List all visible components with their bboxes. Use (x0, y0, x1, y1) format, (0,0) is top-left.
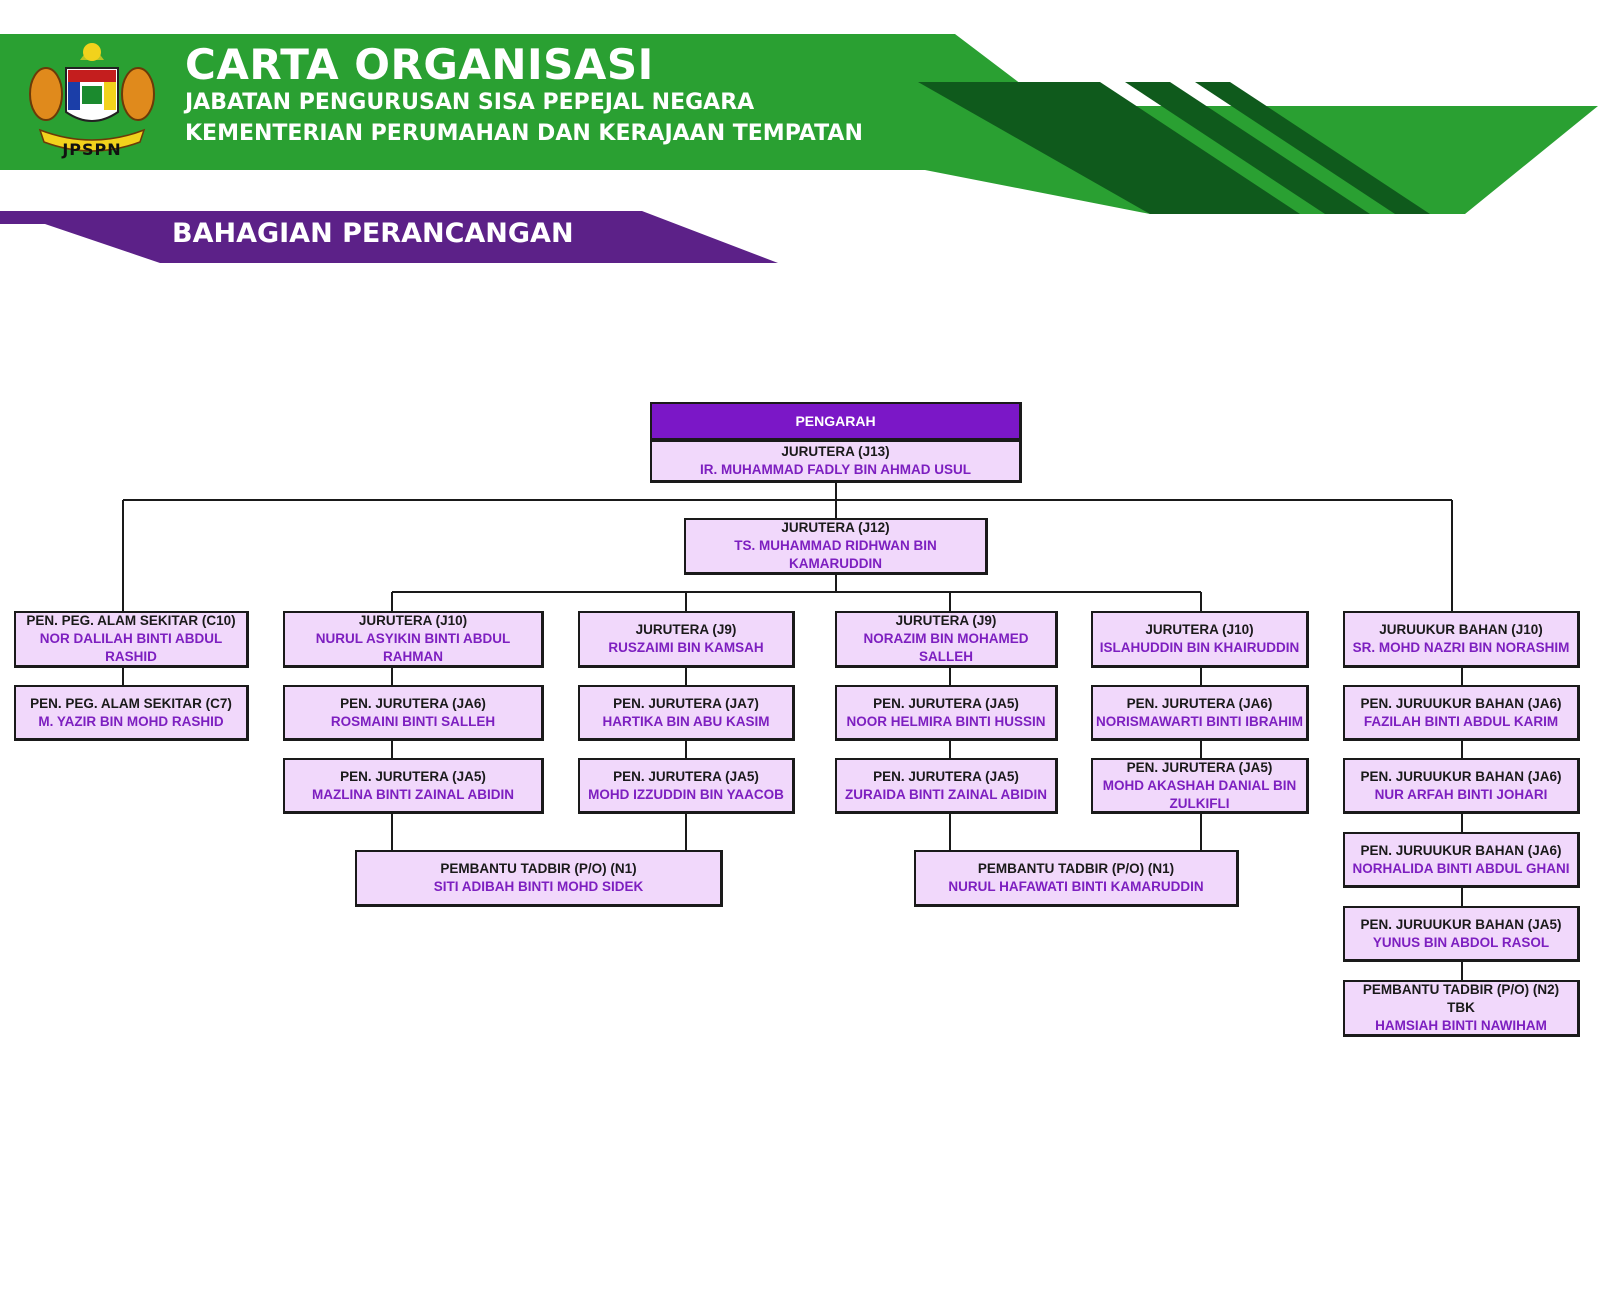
org-box-env-officer-c10: PEN. PEG. ALAM SEKITAR (C10) NOR DALILAH… (14, 611, 249, 668)
ministry-name: KEMENTERIAN PERUMAHAN DAN KERAJAAN TEMPA… (185, 121, 863, 146)
person-name: ISLAHUDDIN BIN KHAIRUDDIN (1099, 640, 1300, 655)
person-name: HAMSIAH BINTI NAWIHAM (1375, 1018, 1547, 1033)
person-name: NURUL HAFAWATI BINTI KAMARUDDIN (948, 879, 1204, 894)
position-rank: PEN. JURUTERA (JA5) (873, 768, 1019, 784)
org-box-qs-admin: PEMBANTU TADBIR (P/O) (N2) TBK HAMSIAH B… (1343, 980, 1580, 1037)
dark-green-stripe (1125, 82, 1370, 214)
person-name: M. YAZIR BIN MOHD RASHID (38, 713, 224, 729)
position-rank: JURUTERA (J10) (1145, 622, 1254, 637)
position-rank: PEMBANTU TADBIR (P/O) (N1) (440, 861, 637, 876)
deputy-box: JURUTERA (J12) TS. MUHAMMAD RIDHWAN BIN … (684, 518, 988, 575)
section-title: BAHAGIAN PERANCANGAN (172, 218, 574, 249)
position-rank: PEN. JURUTERA (JA6) (340, 695, 486, 711)
person-name: ROSMAINI BINTI SALLEH (330, 713, 496, 729)
person-name: NURUL ASYIKIN BINTI ABDUL RAHMAN (315, 631, 511, 664)
org-box-unit4-b: PEN. JURUTERA (JA5) MOHD AKASHAH DANIAL … (1091, 758, 1309, 814)
position-rank: PEMBANTU TADBIR (P/O) (N1) (977, 861, 1175, 876)
position-rank: PEN. JURUUKUR BAHAN (JA5) (1360, 916, 1562, 932)
position-rank: PEMBANTU TADBIR (P/O) (N2) TBK (1362, 982, 1560, 1015)
header-banner (0, 34, 1598, 263)
position-rank: JURUTERA (J13) (781, 444, 890, 459)
position-rank: PEN. JURUTERA (JA5) (1126, 759, 1273, 775)
org-box-unit4-head: JURUTERA (J10) ISLAHUDDIN BIN KHAIRUDDIN (1091, 611, 1309, 668)
org-box-admin-assistant-1: PEMBANTU TADBIR (P/O) (N1) SITI ADIBAH B… (355, 850, 723, 907)
person-name: NOR DALILAH BINTI ABDUL RASHID (39, 631, 223, 664)
position-rank: PEN. JURUTERA (JA5) (873, 695, 1019, 711)
org-box-unit3-a: PEN. JURUTERA (JA5) NOOR HELMIRA BINTI H… (835, 685, 1058, 741)
purple-section-band (0, 211, 778, 263)
person-name: MAZLINA BINTI ZAINAL ABIDIN (312, 786, 514, 802)
person-name: HARTIKA BIN ABU KASIM (602, 713, 770, 729)
position-rank: PEN. JURUTERA (JA6) (1126, 695, 1273, 711)
person-name: NUR ARFAH BINTI JOHARI (1374, 786, 1548, 802)
position-rank: PEN. JURUUKUR BAHAN (JA6) (1360, 842, 1562, 858)
person-name: MOHD IZZUDDIN BIN YAACOB (588, 786, 784, 802)
person-name: ZURAIDA BINTI ZAINAL ABIDIN (845, 786, 1047, 802)
org-box-unit2-b: PEN. JURUTERA (JA5) MOHD IZZUDDIN BIN YA… (578, 758, 795, 814)
position-rank: PEN. JURUTERA (JA5) (340, 768, 486, 784)
org-box-qs-a: PEN. JURUUKUR BAHAN (JA6) FAZILAH BINTI … (1343, 685, 1580, 741)
dark-green-stripe (1195, 82, 1430, 214)
position-rank: PEN. JURUTERA (JA7) (613, 695, 759, 711)
position-rank: PEN. JURUTERA (JA5) (613, 768, 759, 784)
person-name: SITI ADIBAH BINTI MOHD SIDEK (433, 879, 644, 894)
org-box-unit1-b: PEN. JURUTERA (JA5) MAZLINA BINTI ZAINAL… (283, 758, 544, 814)
org-box-unit4-a: PEN. JURUTERA (JA6) NORISMAWARTI BINTI I… (1091, 685, 1309, 741)
position-rank: PEN. PEG. ALAM SEKITAR (C10) (26, 613, 236, 628)
position-rank: JURUUKUR BAHAN (J10) (1379, 622, 1543, 637)
org-box-unit1-head: JURUTERA (J10) NURUL ASYIKIN BINTI ABDUL… (283, 611, 544, 668)
org-box-unit2-a: PEN. JURUTERA (JA7) HARTIKA BIN ABU KASI… (578, 685, 795, 741)
dark-green-stripe (918, 82, 1300, 214)
department-name: JABATAN PENGURUSAN SISA PEPEJAL NEGARA (185, 90, 755, 115)
org-box-qs-c: PEN. JURUUKUR BAHAN (JA6) NORHALIDA BINT… (1343, 832, 1580, 888)
position-rank: JURUTERA (J12) (781, 520, 890, 535)
director-box: JURUTERA (J13) IR. MUHAMMAD FADLY BIN AH… (650, 440, 1022, 483)
org-box-qs-d: PEN. JURUUKUR BAHAN (JA5) YUNUS BIN ABDO… (1343, 906, 1580, 962)
person-name: NORAZIM BIN MOHAMED SALLEH (863, 631, 1029, 664)
position-rank: PEN. JURUUKUR BAHAN (JA6) (1360, 695, 1562, 711)
person-name: MOHD AKASHAH DANIAL BIN ZULKIFLI (1102, 777, 1297, 811)
jata-negara-emblem-icon (29, 43, 155, 152)
position-rank: PEN. PEG. ALAM SEKITAR (C7) (30, 695, 232, 711)
org-box-qs-head: JURUUKUR BAHAN (J10) SR. MOHD NAZRI BIN … (1343, 611, 1580, 668)
org-box-unit3-b: PEN. JURUTERA (JA5) ZURAIDA BINTI ZAINAL… (835, 758, 1058, 814)
person-name: NORHALIDA BINTI ABDUL GHANI (1352, 860, 1570, 876)
position-rank: PEN. JURUUKUR BAHAN (JA6) (1360, 768, 1562, 784)
person-name: SR. MOHD NAZRI BIN NORASHIM (1352, 640, 1570, 655)
person-name: NOOR HELMIRA BINTI HUSSIN (846, 713, 1046, 729)
org-box-unit3-head: JURUTERA (J9) NORAZIM BIN MOHAMED SALLEH (835, 611, 1058, 668)
org-box-admin-assistant-2: PEMBANTU TADBIR (P/O) (N1) NURUL HAFAWAT… (914, 850, 1239, 907)
org-box-unit1-a: PEN. JURUTERA (JA6) ROSMAINI BINTI SALLE… (283, 685, 544, 741)
person-name: IR. MUHAMMAD FADLY BIN AHMAD USUL (700, 462, 971, 477)
logo-text: JPSPN (62, 140, 122, 159)
org-box-env-officer-c7: PEN. PEG. ALAM SEKITAR (C7) M. YAZIR BIN… (14, 685, 249, 741)
org-box-unit2-head: JURUTERA (J9) RUSZAIMI BIN KAMSAH (578, 611, 795, 668)
page-title: CARTA ORGANISASI (185, 40, 654, 89)
position-rank: JURUTERA (J9) (635, 622, 737, 637)
person-name: NORISMAWARTI BINTI IBRAHIM (1096, 713, 1303, 729)
person-name: YUNUS BIN ABDOL RASOL (1372, 934, 1550, 950)
position-rank: JURUTERA (J10) (358, 613, 468, 628)
director-title-bar: PENGARAH (650, 402, 1022, 440)
person-name: FAZILAH BINTI ABDUL KARIM (1363, 713, 1559, 729)
person-name: RUSZAIMI BIN KAMSAH (608, 640, 764, 655)
position-rank: JURUTERA (J9) (895, 613, 997, 628)
org-box-qs-b: PEN. JURUUKUR BAHAN (JA6) NUR ARFAH BINT… (1343, 758, 1580, 814)
person-name: TS. MUHAMMAD RIDHWAN BIN KAMARUDDIN (734, 538, 937, 571)
